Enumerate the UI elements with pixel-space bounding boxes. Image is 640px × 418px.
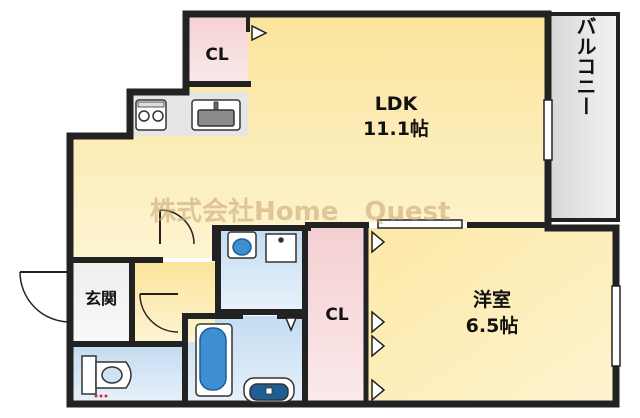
kitchen-stove-icon — [135, 99, 167, 131]
ldk-area-label: 11.1帖 — [363, 117, 429, 140]
western-room-area-label: 6.5帖 — [466, 314, 519, 337]
bathroom-sink-icon — [243, 377, 295, 403]
windows — [377, 99, 621, 367]
closet-top-floor — [186, 14, 248, 84]
door-swing-icon — [139, 293, 179, 333]
washbasin-icon — [227, 231, 257, 259]
western-room-name-label: 洋室 — [473, 288, 511, 311]
closet-mid-floor — [308, 228, 366, 404]
entrance-label: 玄関 — [85, 289, 117, 308]
door-swing-icon — [159, 209, 195, 245]
closet-door-icon — [371, 230, 386, 254]
closet-door-icon — [251, 24, 268, 42]
fixtures — [81, 99, 297, 403]
western-room-floor — [366, 228, 616, 404]
bath-door-icon — [284, 317, 298, 332]
closet-mid-label: CL — [325, 305, 348, 325]
balcony-window — [543, 99, 553, 161]
closet-door-icon — [371, 310, 386, 334]
ldk-floor — [70, 14, 546, 258]
closet-door-icon — [371, 334, 386, 358]
toilet-icon — [81, 355, 132, 398]
bathtub-icon — [195, 323, 233, 397]
watermark-text: 株式会社Home Quest — [150, 196, 451, 227]
balcony-label: バルコニー — [573, 16, 597, 116]
balcony-floor — [551, 14, 618, 218]
doors — [19, 24, 386, 402]
kitchen-sink-icon — [191, 99, 241, 131]
closet-door-icon — [371, 378, 386, 402]
closet-top-label: CL — [205, 45, 228, 65]
door-swing-icon — [19, 271, 71, 323]
ldk-window-bottom — [377, 219, 463, 229]
shower-icon — [265, 233, 297, 263]
western-window-right — [611, 285, 621, 367]
entrance-floor — [70, 262, 132, 342]
ldk-name-label: LDK — [375, 93, 419, 115]
